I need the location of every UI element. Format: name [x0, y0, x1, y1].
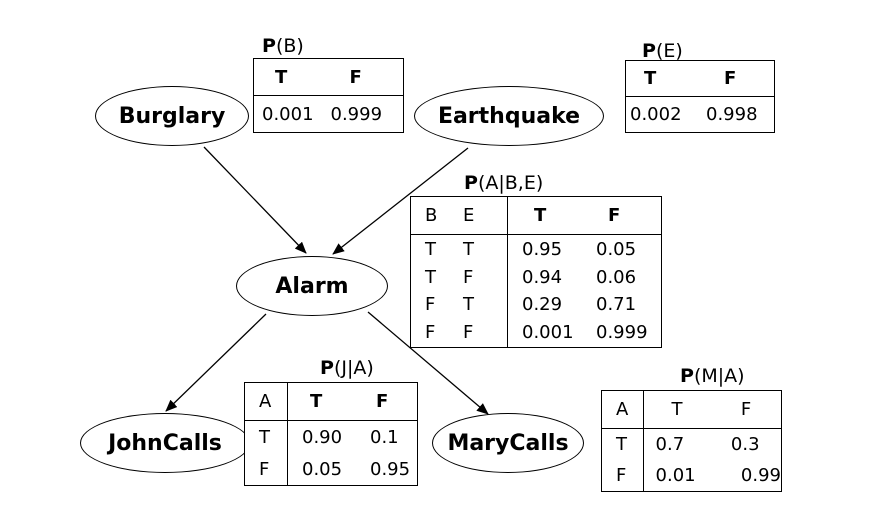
node-burglary: Burglary — [95, 86, 249, 146]
cpt-b-header-f: F — [328, 58, 404, 96]
cpt-j-row-2-f: 0.95 — [370, 458, 411, 480]
cpt-a-row-4-f: 0.999 — [596, 322, 648, 344]
node-earthquake-label: Earthquake — [437, 103, 581, 129]
cpt-b-title-p: P — [262, 35, 276, 57]
table-header-row: A T F — [244, 382, 418, 421]
cpt-j-header-t: T — [287, 382, 366, 421]
node-marycalls-label: MaryCalls — [447, 430, 569, 456]
cpt-a-row-1-b: T — [425, 238, 436, 260]
cpt-m-header-f: F — [722, 390, 782, 429]
cpt-j-row-1-f: 0.1 — [370, 426, 399, 448]
cpt-a-title: P(A|B,E) — [464, 172, 543, 194]
table-row: T T 0.95 0.05 — [411, 234, 662, 264]
cpt-j-row-2-a: F — [244, 453, 288, 486]
cpt-a-header-b: B — [410, 196, 455, 235]
cpt-e-value-f: 0.998 — [706, 104, 758, 125]
cpt-a-row-1-e: T — [455, 234, 508, 264]
cpt-m-row-1-t: 0.7 — [655, 434, 685, 455]
cpt-a-row-2-f: 0.06 — [596, 266, 637, 288]
table-header-row: T F — [253, 58, 404, 96]
cpt-j-row-2-t: 0.05 — [302, 458, 343, 480]
node-alarm-label: Alarm — [275, 273, 349, 299]
table-row: T 0.90 0.1 — [244, 420, 418, 453]
cpt-a-row-2-e: F — [455, 263, 508, 291]
node-alarm: Alarm — [236, 256, 388, 316]
edge-alarm-marycalls — [367, 311, 489, 415]
cpt-m-row-2-t: 0.01 — [655, 465, 696, 486]
table-row: 0.002 0.998 — [626, 97, 775, 133]
cpt-m-title-rest: (M|A) — [693, 365, 745, 387]
cpt-e-title: P(E) — [642, 40, 683, 62]
cpt-m-table: A T F T 0.7 0.3 F 0.01 0.99 — [601, 390, 782, 492]
cpt-e-title-p: P — [642, 40, 656, 62]
cpt-j-row-1-a: T — [244, 420, 288, 453]
cpt-m-row-2-f: 0.99 — [740, 465, 781, 486]
cpt-a-row-4-t: 0.001 — [522, 322, 574, 344]
table-row: T F 0.94 0.06 — [411, 263, 662, 291]
cpt-j-title: P(J|A) — [320, 357, 374, 379]
cpt-a-table: B E T F T T 0.95 0.05 T F 0.94 0.06 F T … — [410, 196, 662, 348]
cpt-a-row-1-f: 0.05 — [596, 238, 637, 260]
cpt-j-header-f: F — [366, 382, 418, 421]
node-johncalls: JohnCalls — [80, 413, 250, 473]
cpt-m-header-t: T — [643, 390, 723, 429]
cpt-b-value-t: 0.001 — [262, 103, 314, 125]
cpt-a-row-3-b: F — [425, 294, 436, 316]
node-marycalls: MaryCalls — [432, 413, 584, 473]
cpt-a-header-f: F — [592, 196, 662, 235]
cpt-a-row-4-b: F — [425, 322, 436, 344]
edge-alarm-johncalls — [165, 313, 267, 412]
cpt-b-table: T F 0.001 0.999 — [253, 58, 404, 133]
cpt-a-header-e: E — [455, 196, 508, 235]
table-header-row: T F — [625, 60, 775, 97]
cpt-b-value-f: 0.999 — [330, 103, 383, 125]
node-earthquake: Earthquake — [414, 86, 604, 146]
table-row: F 0.05 0.95 — [244, 453, 418, 486]
cpt-j-row-1-t: 0.90 — [302, 426, 343, 448]
table-row: 0.001 0.999 — [254, 96, 404, 133]
cpt-a-row-3-e: T — [455, 290, 508, 319]
table-row: F T 0.29 0.71 — [411, 290, 662, 319]
edge-burglary-alarm — [203, 146, 307, 254]
cpt-a-row-3-t: 0.29 — [522, 294, 563, 316]
cpt-e-header-t: T — [625, 60, 700, 97]
cpt-a-row-2-t: 0.94 — [522, 266, 563, 288]
table-header-row: B E T F — [410, 196, 662, 235]
cpt-b-title: P(B) — [262, 35, 304, 57]
cpt-a-title-p: P — [464, 172, 478, 194]
cpt-a-row-4-e: F — [455, 318, 508, 348]
cpt-m-row-1-a: T — [601, 428, 644, 460]
cpt-j-title-rest: (J|A) — [333, 357, 374, 379]
table-row: F F 0.001 0.999 — [411, 318, 662, 348]
node-johncalls-label: JohnCalls — [108, 430, 222, 456]
table-header-row: A T F — [601, 390, 782, 429]
cpt-a-row-3-f: 0.71 — [596, 294, 637, 316]
cpt-e-table: T F 0.002 0.998 — [625, 60, 775, 133]
cpt-m-row-2-a: F — [601, 460, 644, 492]
cpt-a-title-rest: (A|B,E) — [477, 172, 544, 194]
node-burglary-label: Burglary — [118, 103, 226, 129]
cpt-m-header-a: A — [601, 390, 644, 429]
edge-earthquake-alarm — [332, 147, 469, 255]
cpt-j-table: A T F T 0.90 0.1 F 0.05 0.95 — [244, 382, 418, 486]
cpt-a-header-t: T — [507, 196, 592, 235]
table-row: T 0.7 0.3 — [601, 428, 782, 460]
cpt-a-row-2-b: T — [425, 266, 436, 288]
cpt-e-value-t: 0.002 — [630, 104, 682, 125]
cpt-b-header-t: T — [253, 58, 329, 96]
table-row: F 0.01 0.99 — [601, 460, 782, 492]
cpt-j-header-a: A — [244, 382, 288, 421]
cpt-m-title-p: P — [680, 365, 694, 387]
cpt-b-title-rest: (B) — [275, 35, 304, 57]
cpt-m-title: P(M|A) — [680, 365, 745, 387]
cpt-e-title-rest: (E) — [655, 40, 683, 62]
cpt-a-row-1-t: 0.95 — [522, 238, 563, 260]
cpt-j-title-p: P — [320, 357, 334, 379]
cpt-e-header-f: F — [700, 60, 775, 97]
cpt-m-row-1-f: 0.3 — [730, 434, 760, 455]
